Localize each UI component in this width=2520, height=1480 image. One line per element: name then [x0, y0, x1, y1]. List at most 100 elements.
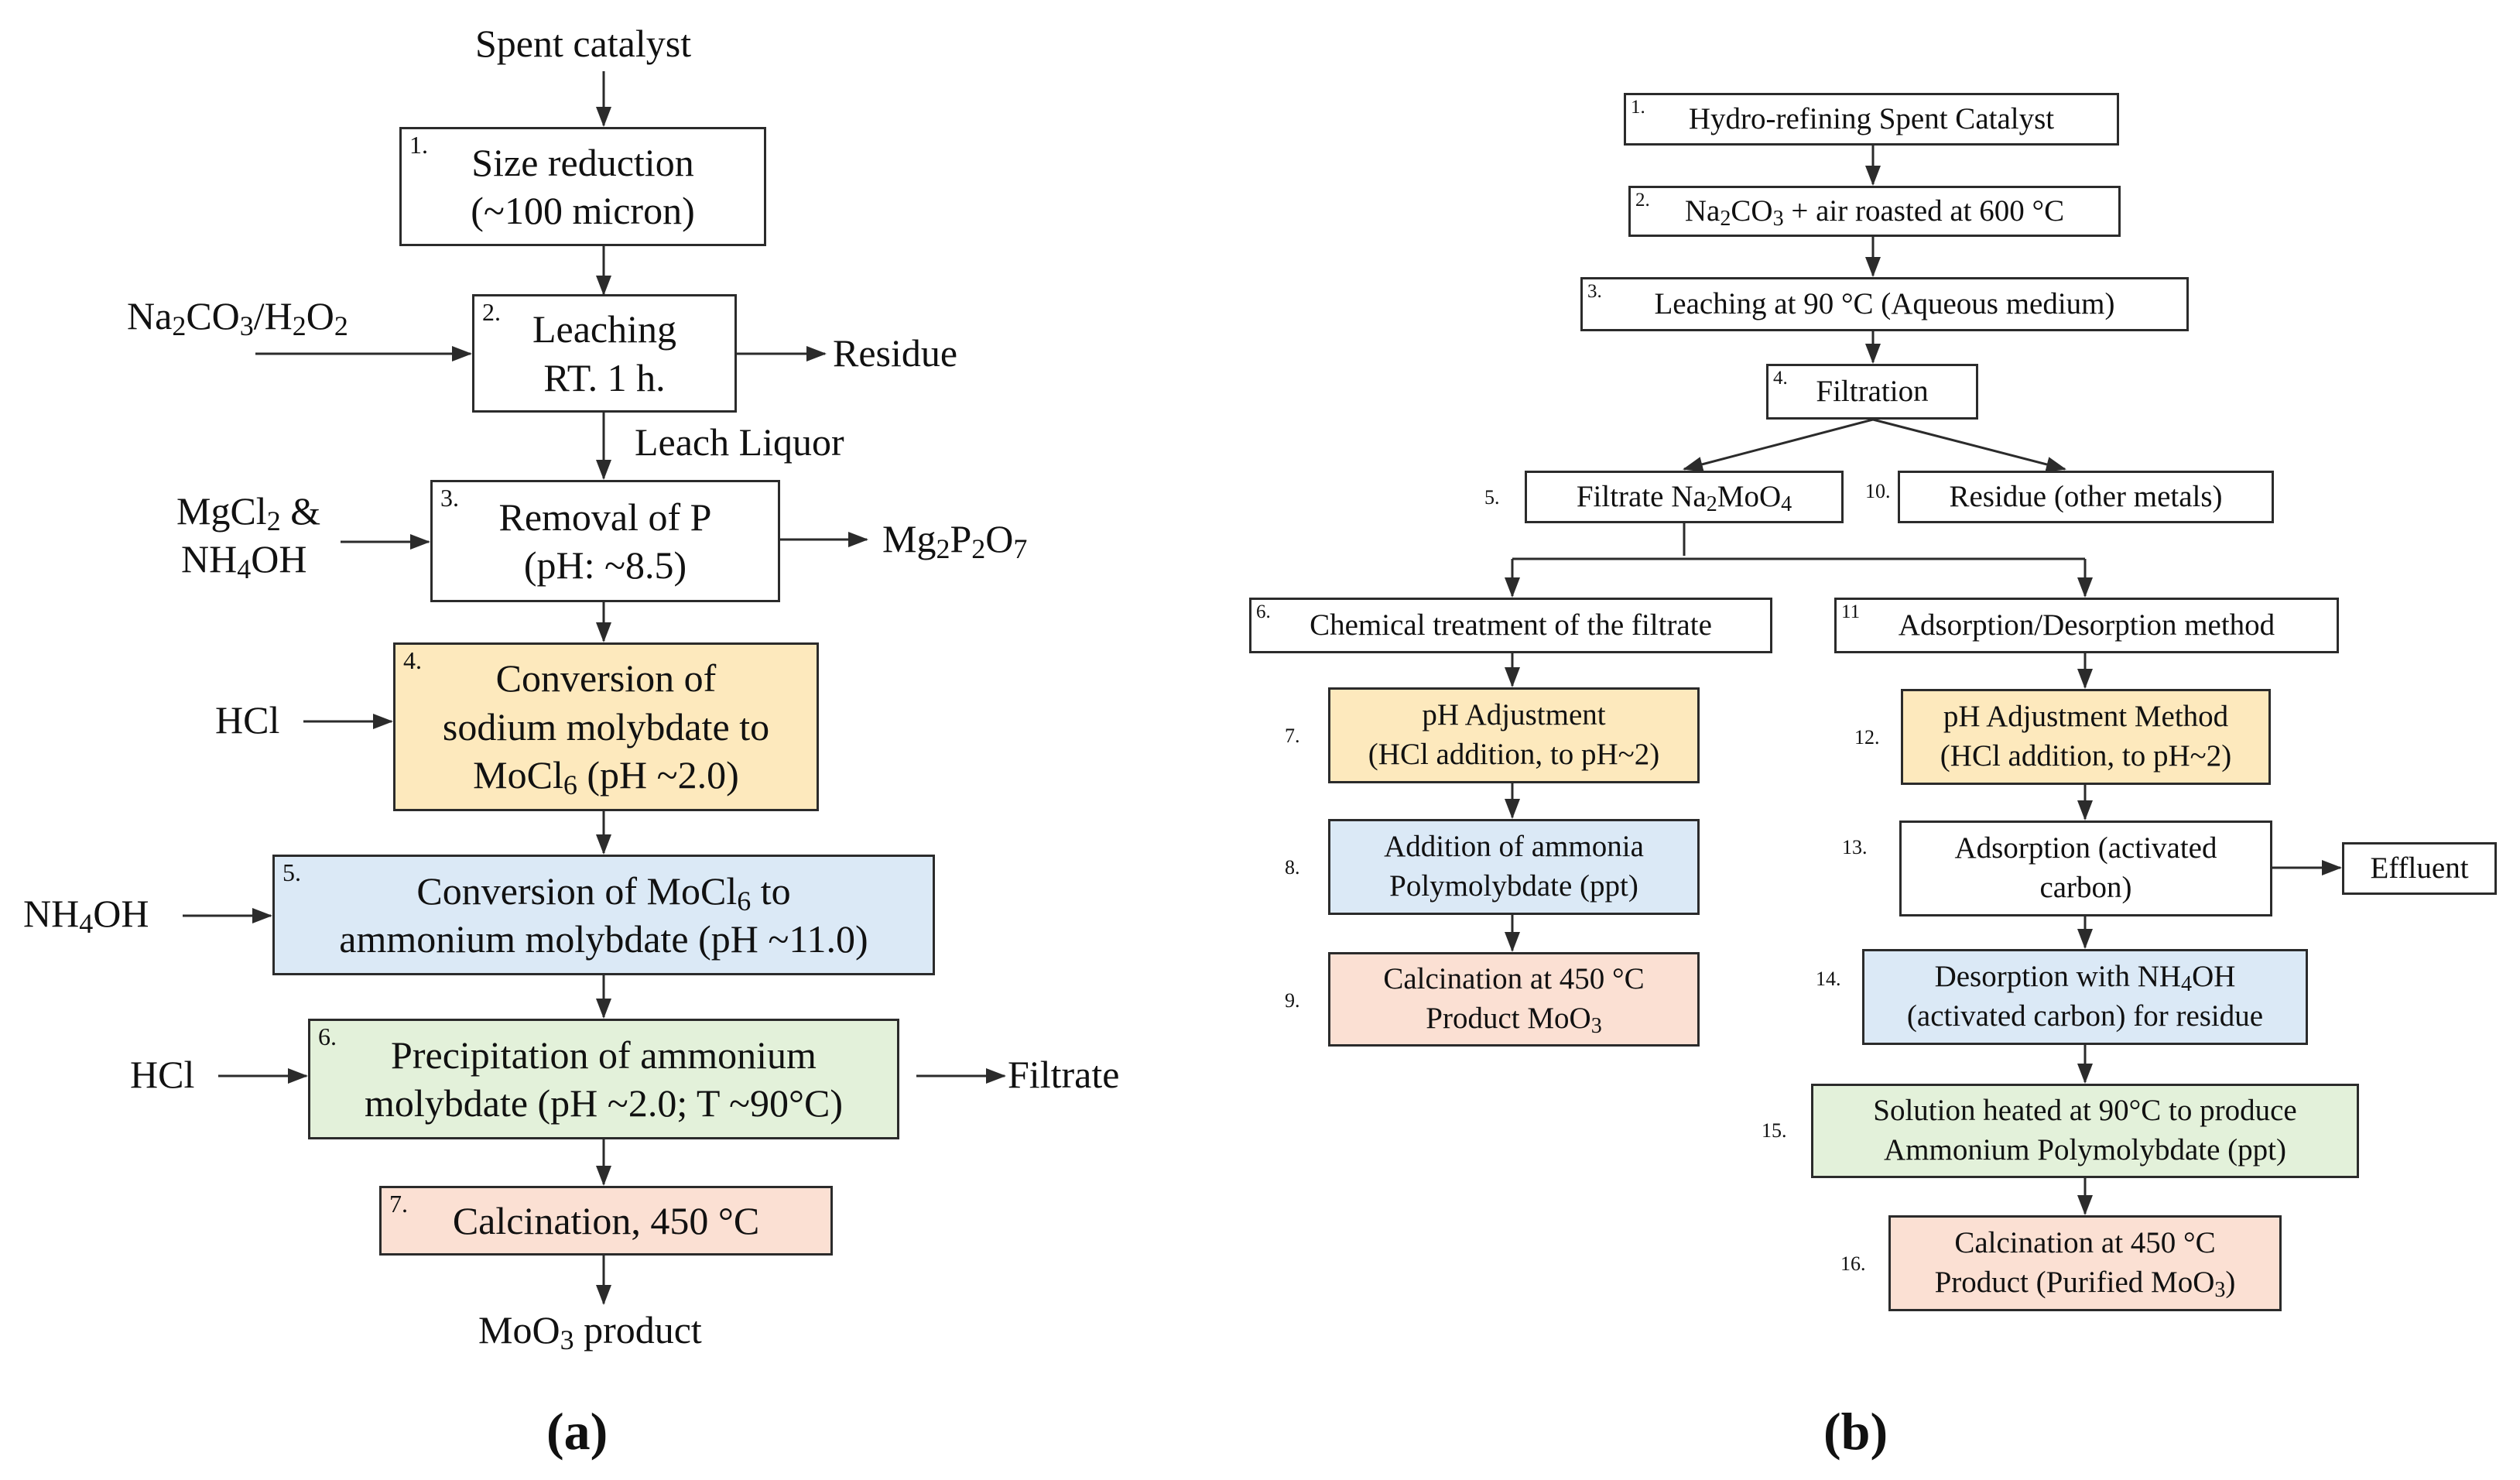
b-step-3-line-1: Leaching at 90 °C (Aqueous medium): [1654, 286, 2115, 320]
a-p-reagent-line-1: MgCl2 &: [176, 489, 321, 536]
b-step-9-line-2: Product MoO3: [1426, 1002, 1602, 1039]
b-step-2: 2. Na2CO3 + air roasted at 600 °C: [1628, 186, 2121, 237]
a-step-4-line-2: sodium molybdate to: [442, 704, 770, 749]
b-step-10-number: 10.: [1865, 480, 1891, 502]
b-step-5: Filtrate Na2MoO4: [1525, 471, 1844, 523]
a-leach-reagent: Na2CO3/H2O2: [127, 294, 348, 341]
a-step-6: 6. Precipitation of ammonium molybdate (…: [308, 1019, 899, 1139]
a-leach-liquor-label: Leach Liquor: [635, 420, 844, 464]
a-step-6-line-1: Precipitation of ammonium: [391, 1033, 817, 1077]
a-step-2: 2. Leaching RT. 1 h.: [472, 294, 737, 413]
b-step-16-line-2: Product (Purified MoO3): [1934, 1266, 2236, 1303]
b-step-12-line-1: pH Adjustment Method: [1943, 700, 2229, 734]
b-step-9-number: 9.: [1285, 989, 1300, 1012]
a-hcl2-label: HCl: [130, 1053, 195, 1096]
b-step-5-line-1: Filtrate Na2MoO4: [1576, 479, 1792, 516]
b-step-14-number: 14.: [1816, 968, 1841, 990]
a-step-1-line-1: Size reduction: [471, 140, 694, 184]
b-effluent-text: Effluent: [2370, 851, 2469, 885]
a-step-4: 4. Conversion of sodium molybdate to MoC…: [393, 642, 819, 811]
b-step-14: Desorption with NH4OH (activated carbon)…: [1862, 949, 2308, 1045]
b-step-5-number: 5.: [1484, 486, 1500, 509]
b-step-6-number: 6.: [1256, 601, 1271, 622]
caption-b-text: (b): [1823, 1402, 1888, 1461]
b-step-13-line-1: Adsorption (activated: [1954, 831, 2217, 865]
a-p-reagent-line-2: NH4OH: [181, 537, 307, 584]
a-step-5-line-1: Conversion of MoCl6 to: [416, 868, 791, 916]
b-step-11-number: 11: [1841, 601, 1861, 622]
b-step-2-number: 2.: [1635, 190, 1650, 211]
b-step-9: Calcination at 450 °C Product MoO3: [1328, 952, 1700, 1047]
b-step-1: 1. Hydro-refining Spent Catalyst: [1624, 93, 2119, 146]
b-step-14-line-1: Desorption with NH4OH: [1934, 960, 2236, 997]
b-step-8-line-1: Addition of ammonia: [1384, 830, 1644, 864]
a-step-4-line-1: Conversion of: [495, 656, 717, 701]
a-step-4-number: 4.: [403, 646, 422, 674]
a-step-6-line-2: molybdate (pH ~2.0; T ~90°C): [364, 1081, 844, 1125]
a-step-5: 5. Conversion of MoCl6 to ammonium molyb…: [272, 855, 935, 975]
b-step-15-number: 15.: [1762, 1119, 1787, 1142]
a-step-5-number: 5.: [282, 858, 301, 886]
a-step-7-line-1: Calcination, 450 °C: [452, 1198, 760, 1242]
b-step-11-line-1: Adsorption/Desorption method: [1898, 608, 2275, 642]
a-step-2-line-2: RT. 1 h.: [543, 355, 666, 399]
b-step-10: Residue (other metals): [1898, 471, 2274, 523]
a-step-3: 3. Removal of P (pH: ~8.5): [430, 480, 780, 602]
a-step-2-number: 2.: [482, 298, 501, 326]
b-step-13-number: 13.: [1842, 836, 1868, 858]
b-step-15: Solution heated at 90°C to produce Ammon…: [1811, 1084, 2359, 1178]
b-step-7-number: 7.: [1285, 725, 1300, 747]
a-step-1-line-2: (~100 micron): [471, 189, 695, 232]
b-step-6-line-1: Chemical treatment of the filtrate: [1310, 608, 1712, 642]
b-step-4: 4. Filtration: [1766, 364, 1978, 420]
caption-b: (b): [1823, 1401, 1888, 1462]
b-step-14-line-2: (activated carbon) for residue: [1906, 999, 2264, 1033]
caption-a-text: (a): [546, 1402, 608, 1461]
b-step-7-line-2: (HCl addition, to pH~2): [1368, 738, 1660, 771]
b-step-4-line-1: Filtration: [1816, 374, 1929, 408]
b-step-10-line-1: Residue (other metals): [1949, 479, 2223, 513]
b-step-12: pH Adjustment Method (HCl addition, to p…: [1901, 689, 2271, 785]
a-filtrate-label: Filtrate: [1008, 1053, 1120, 1096]
a-nh4oh-label: NH4OH: [23, 892, 149, 939]
a-input-label: Spent catalyst: [475, 22, 692, 65]
b-step-11: 11 Adsorption/Desorption method: [1834, 598, 2339, 653]
b-step-12-number: 12.: [1854, 726, 1880, 749]
a-product-label: MoO3 product: [478, 1308, 702, 1355]
a-step-6-number: 6.: [318, 1023, 337, 1050]
b-step-4-number: 4.: [1773, 368, 1788, 389]
b-step-3-number: 3.: [1587, 281, 1602, 302]
b-step-6: 6. Chemical treatment of the filtrate: [1249, 598, 1772, 653]
b-step-7: pH Adjustment (HCl addition, to pH~2): [1328, 687, 1700, 783]
a-leach-reagent-text: Na2CO3/H2O2: [127, 294, 348, 341]
b-step-13-line-2: carbon): [2039, 871, 2132, 904]
arrow-b-4-5: [1683, 418, 1874, 472]
b-step-8-number: 8.: [1285, 856, 1300, 879]
b-step-3: 3. Leaching at 90 °C (Aqueous medium): [1580, 277, 2189, 331]
a-step-7: 7. Calcination, 450 °C: [379, 1186, 833, 1256]
a-step-3-line-1: Removal of P: [498, 495, 712, 539]
b-step-8: Addition of ammonia Polymolybdate (ppt): [1328, 819, 1700, 915]
caption-a: (a): [546, 1401, 608, 1462]
a-step-3-number: 3.: [440, 484, 459, 512]
a-step-5-line-2: ammonium molybdate (pH ~11.0): [339, 917, 868, 961]
arrow-b-4-10: [1872, 418, 2066, 472]
b-step-1-number: 1.: [1631, 97, 1645, 118]
a-step-4-line-3: MoCl6 (pH ~2.0): [473, 753, 739, 801]
a-hcl1-label: HCl: [215, 698, 280, 742]
b-step-13: Adsorption (activated carbon): [1899, 821, 2272, 916]
b-step-9-line-1: Calcination at 450 °C: [1383, 962, 1645, 996]
b-step-1-line-1: Hydro-refining Spent Catalyst: [1688, 101, 2055, 135]
a-step-7-number: 7.: [389, 1190, 408, 1218]
a-step-3-line-2: (pH: ~8.5): [523, 543, 687, 587]
b-step-15-line-2: Ammonium Polymolybdate (ppt): [1884, 1133, 2286, 1167]
a-step-1: 1. Size reduction (~100 micron): [399, 127, 766, 246]
b-step-16-number: 16.: [1840, 1252, 1866, 1275]
b-step-16: Calcination at 450 °C Product (Purified …: [1888, 1215, 2282, 1311]
b-step-12-line-2: (HCl addition, to pH~2): [1940, 739, 2232, 773]
a-step-1-number: 1.: [409, 131, 428, 159]
a-residue-label: Residue: [833, 331, 958, 375]
b-effluent: Effluent: [2342, 842, 2497, 895]
